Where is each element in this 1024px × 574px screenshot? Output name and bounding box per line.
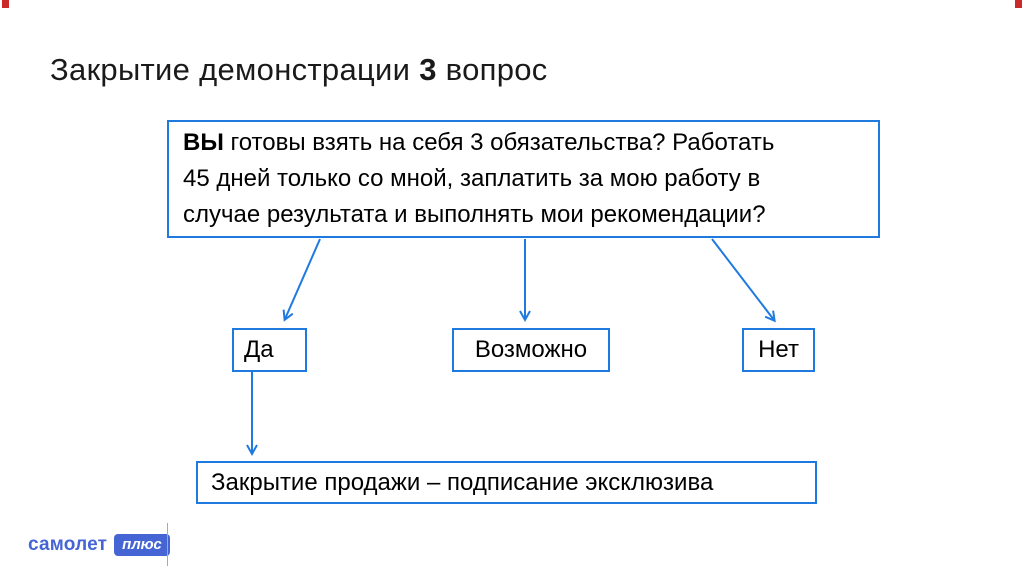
brand-badge: плюс [114, 534, 170, 556]
question-line-text: случае результата и выполнять мои рекоме… [183, 201, 766, 228]
question-bold-word: ВЫ [183, 129, 224, 156]
answer-box-yes: Да [232, 328, 307, 372]
result-box: Закрытие продажи – подписание эксклюзива [196, 461, 817, 504]
answer-box-no: Нет [742, 328, 815, 372]
slide-title-suffix: вопрос [436, 52, 548, 87]
brand-name: самолет [28, 534, 108, 555]
brand-logo: самолет плюс [28, 534, 170, 556]
question-line-text: 45 дней только со мной, заплатить за мою… [183, 165, 761, 192]
slide-title-text: Закрытие демонстрации [50, 52, 420, 87]
answer-box-maybe: Возможно [452, 328, 610, 372]
question-line-text: готовы взять на себя 3 обязательства? Ра… [223, 129, 775, 156]
red-corner-mark-left [2, 0, 9, 8]
logo-divider [167, 523, 168, 566]
question-box: ВЫ готовы взять на себя 3 обязательства?… [167, 120, 880, 238]
red-corner-mark-right [1015, 0, 1022, 8]
question-line: ВЫ готовы взять на себя 3 обязательства?… [183, 125, 864, 161]
connector-arrow-no [711, 238, 776, 323]
question-line: 45 дней только со мной, заплатить за мою… [183, 161, 864, 197]
connector-arrow-yes [282, 238, 321, 322]
slide-title: Закрытие демонстрации 3 вопрос [50, 52, 548, 88]
slide-title-number: 3 [419, 52, 437, 87]
question-line: случае результата и выполнять мои рекоме… [183, 197, 864, 233]
